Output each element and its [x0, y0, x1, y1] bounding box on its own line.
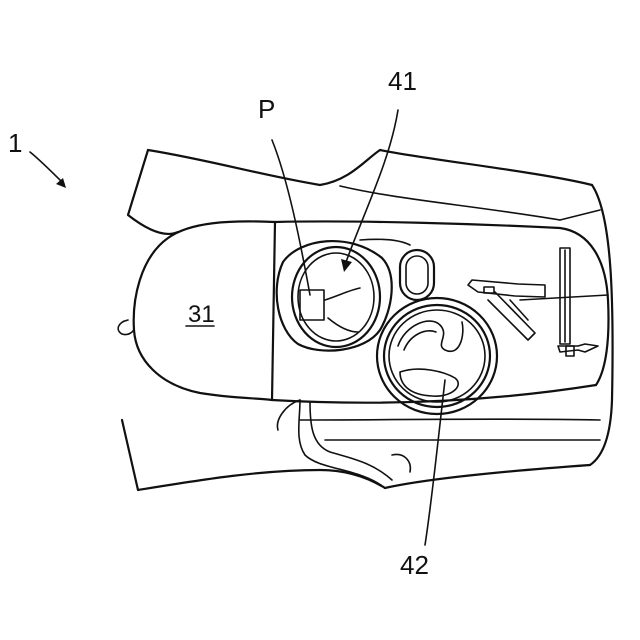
label-42: 42 — [400, 550, 429, 580]
arrowhead-1 — [56, 178, 66, 188]
leader-42 — [425, 380, 445, 545]
closed-lid-42 — [377, 298, 497, 414]
strap-buckle — [468, 280, 545, 340]
arrowhead-41 — [341, 259, 352, 272]
lid-rim — [384, 305, 490, 407]
lid-inner — [389, 310, 485, 402]
leader-1 — [30, 152, 64, 184]
annotations: 1 P 41 42 — [8, 66, 445, 580]
port-rim-outer — [292, 247, 380, 347]
label-31: 31 — [188, 301, 215, 328]
label-p: P — [258, 94, 275, 124]
port-rim-inner — [298, 253, 374, 341]
oval-slot — [400, 250, 434, 300]
pocket-p — [300, 290, 324, 320]
zipper — [558, 248, 598, 356]
body-panel-31: 31 — [118, 221, 275, 400]
label-1: 1 — [8, 128, 22, 158]
hose-strap — [277, 400, 410, 488]
label-41: 41 — [388, 66, 417, 96]
